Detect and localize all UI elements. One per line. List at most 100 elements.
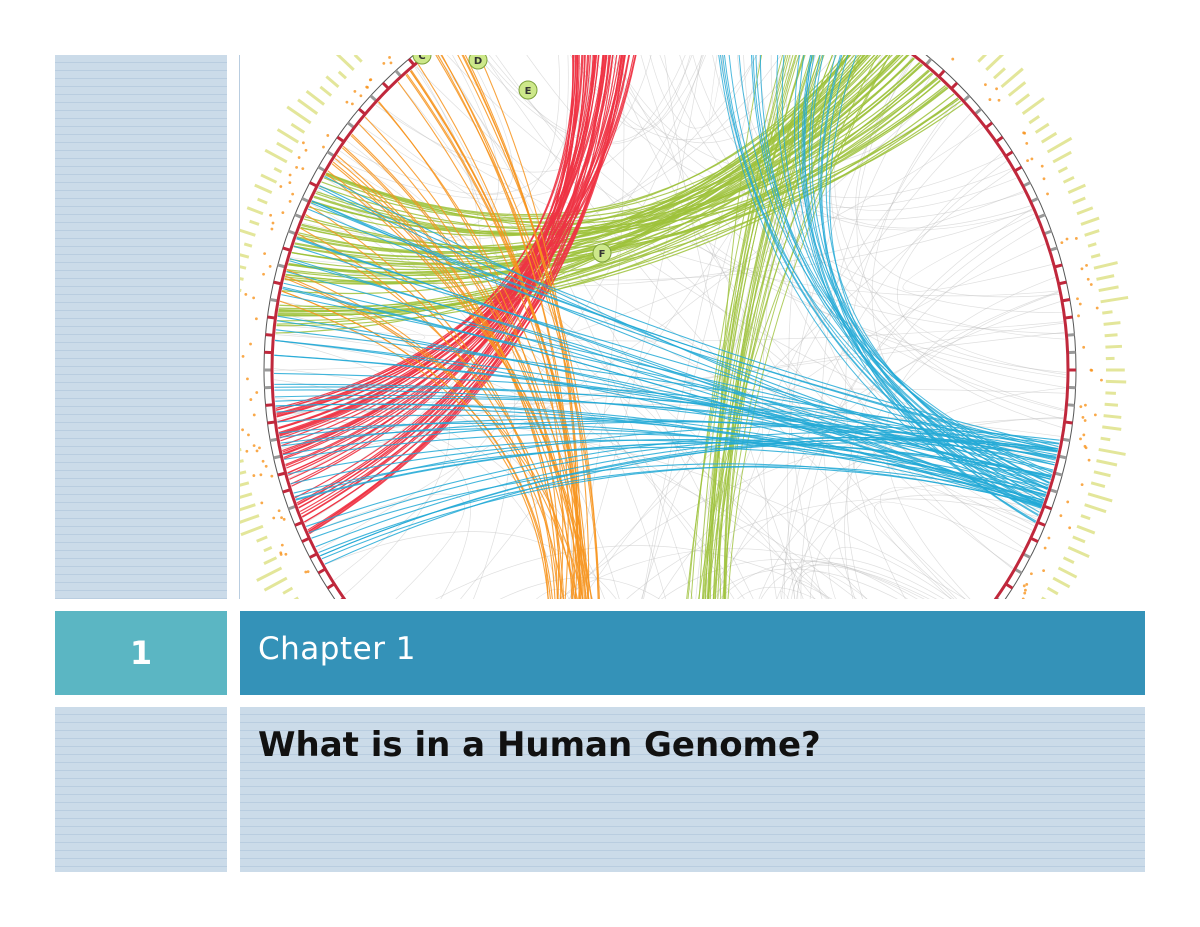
gray-link bbox=[880, 486, 1036, 599]
scatter-dot bbox=[1085, 263, 1088, 267]
scatter-dot bbox=[1066, 500, 1070, 504]
scatter-dot bbox=[262, 272, 265, 276]
scatter-dot bbox=[368, 78, 372, 82]
blue-link bbox=[294, 425, 1060, 498]
gray-link bbox=[821, 73, 934, 599]
scatter-dot bbox=[1082, 345, 1086, 349]
blue-link bbox=[281, 294, 1054, 471]
scatter-dot bbox=[350, 102, 354, 106]
orange-link bbox=[377, 101, 589, 599]
scatter-dot bbox=[1042, 177, 1046, 181]
scatter-dot bbox=[388, 56, 391, 59]
blue-link bbox=[738, 55, 1053, 476]
histogram-bar bbox=[240, 277, 244, 281]
histogram-bar bbox=[240, 459, 244, 463]
gray-link bbox=[896, 160, 1067, 373]
red-link bbox=[279, 55, 621, 437]
orange-link bbox=[327, 170, 590, 599]
scatter-dot bbox=[281, 211, 285, 215]
blue-link bbox=[293, 245, 1055, 466]
scatter-dot bbox=[1079, 405, 1083, 409]
green-link bbox=[714, 55, 837, 599]
scatter-dot bbox=[260, 501, 264, 505]
blue-link bbox=[289, 260, 1050, 486]
gray-link bbox=[787, 58, 915, 599]
orange-link bbox=[358, 124, 573, 599]
gray-link bbox=[483, 55, 955, 599]
green-link bbox=[278, 93, 955, 312]
scatter-dot bbox=[258, 446, 261, 450]
orange-link bbox=[336, 155, 565, 599]
histogram-bar bbox=[353, 55, 363, 63]
histogram-bar bbox=[1062, 556, 1075, 564]
scatter-dot bbox=[1023, 591, 1027, 595]
orange-link bbox=[435, 55, 599, 599]
histogram-bar bbox=[243, 242, 253, 248]
scatter-dot bbox=[249, 398, 253, 401]
histogram-bar bbox=[1080, 216, 1100, 226]
orange-link bbox=[309, 205, 556, 599]
blue-link bbox=[286, 271, 1044, 504]
blue-link bbox=[275, 329, 1059, 450]
gray-link bbox=[275, 339, 605, 599]
scatter-dot bbox=[1095, 306, 1099, 310]
scatter-dot bbox=[382, 61, 386, 65]
gray-link bbox=[902, 213, 1052, 292]
histogram-bar bbox=[1014, 93, 1031, 106]
histogram-bar bbox=[290, 122, 306, 134]
green-link bbox=[722, 55, 879, 599]
scatter-dot bbox=[241, 355, 245, 358]
histogram-bar bbox=[240, 492, 253, 499]
histogram-bar bbox=[1076, 524, 1096, 535]
blue-link bbox=[321, 465, 1045, 560]
scatter-dot bbox=[282, 517, 286, 521]
slide-number: 1 bbox=[129, 634, 153, 672]
scatter-dot bbox=[252, 474, 256, 477]
histogram-bar bbox=[1046, 586, 1059, 596]
scatter-dot bbox=[304, 570, 308, 574]
blue-link bbox=[315, 437, 1059, 548]
gray-link bbox=[708, 55, 725, 126]
scatter-dot bbox=[1077, 314, 1080, 318]
gray-link bbox=[679, 55, 1065, 340]
scatter-dot bbox=[1029, 572, 1033, 576]
gray-link bbox=[308, 493, 465, 599]
gray-link bbox=[800, 208, 1032, 599]
gray-link bbox=[783, 152, 1002, 599]
orange-link bbox=[478, 55, 578, 599]
scatter-dot bbox=[255, 449, 259, 453]
blue-link bbox=[274, 383, 1057, 456]
scatter-dot bbox=[280, 543, 284, 547]
gray-link bbox=[846, 226, 1040, 599]
scatter-dot bbox=[295, 165, 298, 169]
scatter-dot bbox=[270, 227, 274, 231]
gray-link bbox=[706, 568, 898, 599]
gray-link bbox=[776, 557, 945, 599]
scatter-dot bbox=[279, 185, 283, 188]
gray-link bbox=[323, 176, 830, 599]
chapter-banner: Chapter 1 bbox=[240, 611, 1145, 695]
orange-link bbox=[281, 290, 551, 599]
gray-link bbox=[796, 387, 1066, 599]
scatter-dot bbox=[1060, 241, 1064, 245]
histogram-bar bbox=[1090, 253, 1101, 259]
scatter-dot bbox=[261, 459, 265, 463]
gray-link bbox=[770, 55, 1065, 410]
blue-link bbox=[318, 466, 1043, 554]
gray-link bbox=[499, 577, 660, 599]
marker-circle bbox=[592, 243, 612, 263]
gray-link bbox=[358, 55, 514, 194]
chromosome-ring bbox=[240, 55, 1129, 599]
histogram-bar bbox=[1105, 379, 1127, 384]
gray-link bbox=[436, 55, 754, 599]
scatter-dot bbox=[997, 98, 1001, 102]
scatter-dot bbox=[268, 264, 272, 268]
slide-title: What is in a Human Genome? bbox=[258, 725, 821, 765]
blue-link bbox=[274, 394, 1055, 466]
scatter-dot bbox=[288, 181, 292, 185]
scatter-dot bbox=[304, 148, 308, 152]
green-link bbox=[718, 55, 763, 599]
scatter-dot bbox=[271, 221, 275, 225]
histogram-bar bbox=[319, 85, 333, 97]
histogram-bar bbox=[1052, 576, 1071, 589]
